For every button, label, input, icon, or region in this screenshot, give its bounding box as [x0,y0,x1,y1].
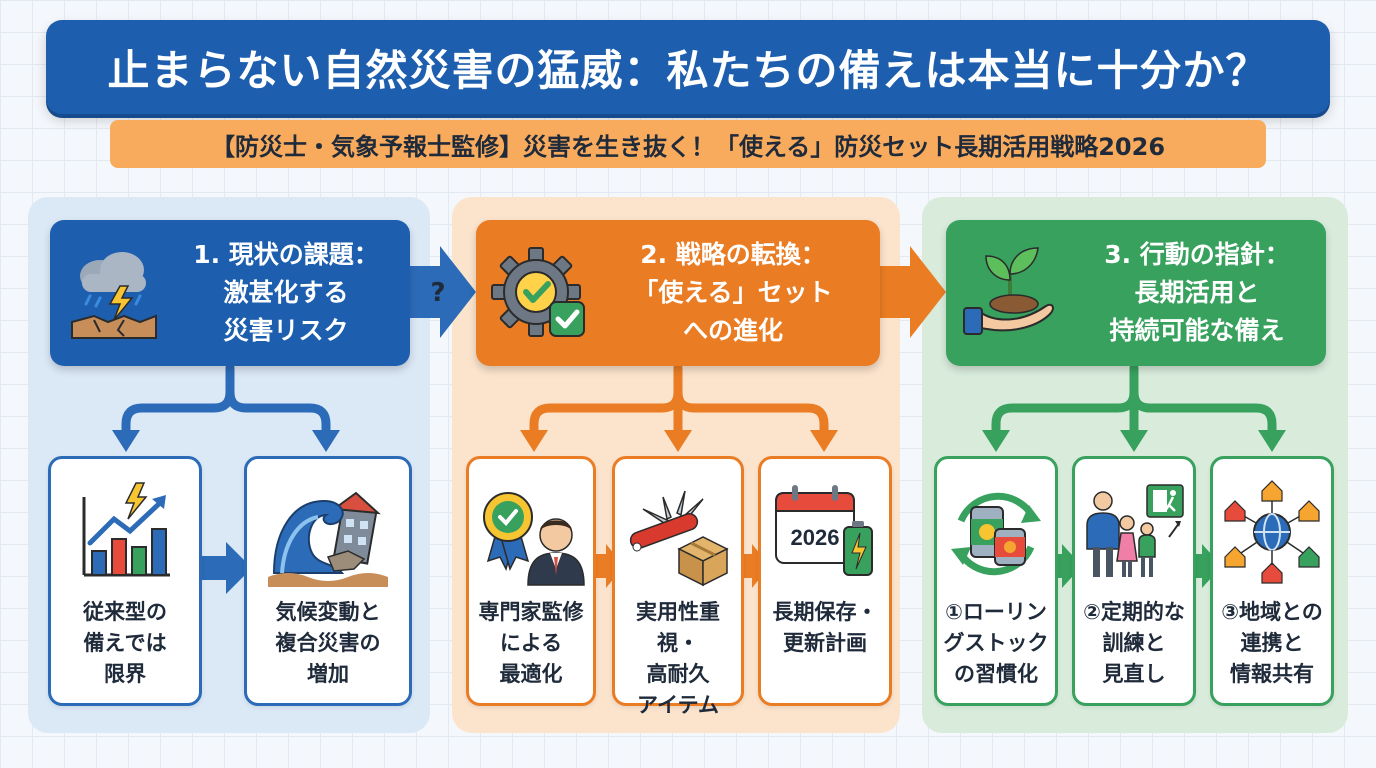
rolling-stock-cans-icon [951,492,1041,576]
card-2a-line-2: による [499,631,563,655]
storm-earthquake-icon [71,252,157,339]
section-1-heading-line-2: 激甚化する [223,278,349,307]
card-2b-line-2: 高耐久 [646,662,710,686]
family-exit-icon [1086,484,1184,577]
expert-badge-icon [483,492,585,586]
section-1-heading-line-3: 災害リスク [223,316,349,345]
section-2-heading-box: 2. 戦略の転換： 「使える」セット への進化 [476,220,880,366]
card-3c-line-3: 情報共有 [1230,662,1314,686]
section-1-heading-line-1: 1. 現状の課題： [193,240,379,269]
community-network-icon [1224,480,1320,584]
page-title: 止まらない自然災害の猛威：私たちの備えは本当に十分か？ [46,20,1330,114]
section-2-heading-line-3: への進化 [682,316,783,345]
card-3b: ②定期的な 訓練と 見直し [1072,456,1196,706]
card-2a-line-3: 最適化 [499,662,563,686]
card-3a-line-3: の習慣化 [954,662,1038,686]
card-3a-line-1: ①ローリン [945,600,1047,624]
calendar-battery-icon: 2026 [775,485,873,576]
section-2-heading-line-1: 2. 戦略の転換： [640,240,826,269]
tsunami-wave-building-icon [268,491,388,587]
card-1b-line-2: 複合災害の [275,631,381,655]
card-1b-line-3: 増加 [307,662,349,686]
card-2b: 実用性重視・ 高耐久 アイテム [612,456,744,717]
gear-checkmark-icon [491,247,585,337]
section-3-heading-line-1: 3. 行動の指針： [1104,240,1290,269]
card-3c-line-1: ③地域との [1221,600,1323,624]
section-3-heading-line-2: 長期活用と [1134,278,1260,307]
card-3b-line-3: 見直し [1102,662,1166,686]
page-subtitle: 【防災士・気象予報士監修】災害を生き抜く！「使える」防災セット長期活用戦略202… [110,120,1266,168]
card-2b-line-1: 実用性重視・ [636,600,720,655]
card-2a: 専門家監修 による 最適化 [466,456,596,706]
multitool-box-icon [629,490,729,587]
section-3-heading-box: 3. 行動の指針： 長期活用と 持続可能な備え [946,220,1326,366]
section-2-heading-line-2: 「使える」セット [633,278,833,307]
rising-bar-chart-lightning-icon [82,482,170,577]
card-3b-line-1: ②定期的な [1083,600,1185,624]
card-1a-line-3: 限界 [104,662,146,686]
card-2c-line-2: 更新計画 [783,631,867,655]
card-1b: 気候変動と 複合災害の 増加 [244,456,412,706]
card-3a-line-2: グストック [943,631,1049,655]
card-2a-line-1: 専門家監修 [478,600,584,624]
card-3c: ③地域との 連携と 情報共有 [1210,456,1334,706]
section-3-heading-line-3: 持続可能な備え [1109,316,1285,345]
card-1a: 従来型の 備えでは 限界 [48,456,202,706]
card-1a-line-2: 備えでは [83,631,167,655]
card-1b-line-1: 気候変動と [275,600,381,624]
card-3c-line-2: 連携と [1240,631,1304,655]
section-1-heading-box: 1. 現状の課題： 激甚化する 災害リスク [50,220,410,366]
card-2b-line-3: アイテム [637,693,719,717]
card-2c: 2026 長期保存・ 更新計画 [758,456,892,706]
card-3b-line-2: 訓練と [1102,631,1166,655]
card-3a: ①ローリン グストック の習慣化 [934,456,1058,706]
card-2c-line-1: 長期保存・ [772,600,878,624]
question-mark: ? [430,278,446,308]
sprout-hand-icon [963,247,1054,335]
card-1a-line-1: 従来型の [83,600,167,624]
calendar-year-text: 2026 [791,525,840,550]
